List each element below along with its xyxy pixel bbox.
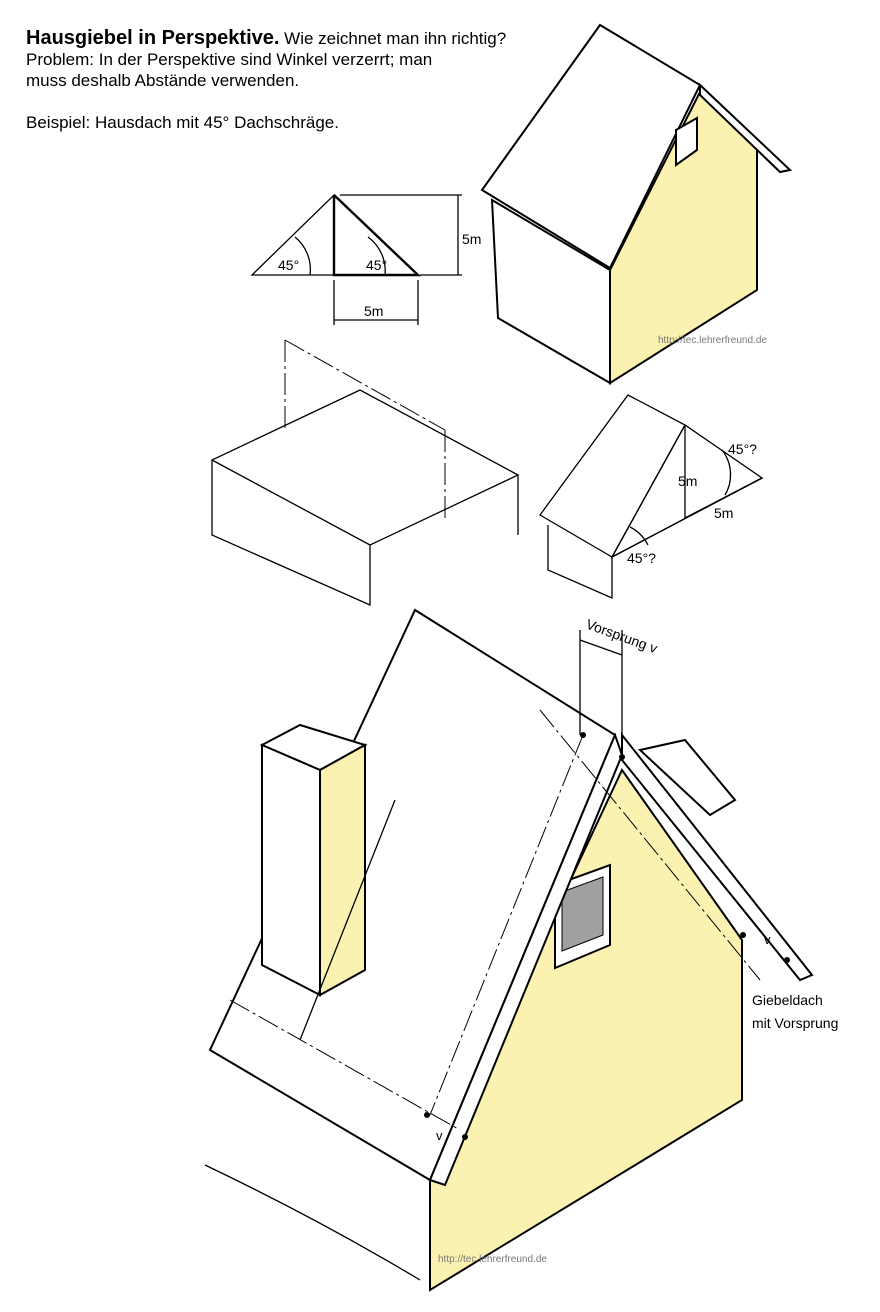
height-label-small: 5m: [678, 473, 697, 489]
gable-wall: [609, 90, 758, 385]
angle-bottom-label: 45°?: [627, 550, 656, 566]
roof-overhang: [699, 82, 793, 174]
house-perspective-small: 45°? 45°? 5m 5m: [539, 394, 764, 599]
v-label-right: v: [764, 932, 771, 947]
angle-left-label: 45°: [278, 257, 299, 273]
window-glass: [561, 876, 604, 952]
house-large: Vorsprung v v v Giebeldach mit Vorsprung: [204, 608, 838, 1292]
width-label: 5m: [364, 303, 383, 319]
height-label: 5m: [462, 231, 481, 247]
problem-line-2: muss deshalb Abstände verwenden.: [26, 71, 300, 90]
watermark-bottom: http://tec.lehrerfreund.de: [438, 1254, 547, 1265]
gable-window: [675, 116, 698, 167]
chimney-side: [319, 743, 366, 997]
angle-right-label: 45°: [366, 257, 387, 273]
roof-edge-right: [621, 732, 814, 982]
v-label-left: v: [436, 1128, 443, 1143]
back-roof: [637, 738, 737, 817]
caption-line-1: Giebeldach: [752, 992, 823, 1008]
angle-top-label: 45°?: [728, 441, 757, 457]
width-label-small: 5m: [714, 505, 733, 521]
caption-line-2: mit Vorsprung: [752, 1015, 838, 1031]
question: Wie zeichnet man ihn richtig?: [284, 29, 507, 48]
title: Hausgiebel in Perspektive.: [26, 27, 280, 49]
block-construction: [210, 339, 520, 606]
problem-line-1: Problem: In der Perspektive sind Winkel …: [26, 50, 433, 69]
intro-text: Hausgiebel in Perspektive. Wie zeichnet …: [26, 28, 506, 133]
example-line: Beispiel: Hausdach mit 45° Dachschräge.: [26, 113, 339, 132]
chimney-front: [261, 743, 321, 997]
watermark-top: http://tec.lehrerfreund.de: [658, 335, 767, 346]
large-gable-wall: [429, 768, 743, 1292]
triangle-diagram: 45° 45° 5m 5m: [250, 194, 481, 325]
house-top-right: [480, 23, 793, 385]
